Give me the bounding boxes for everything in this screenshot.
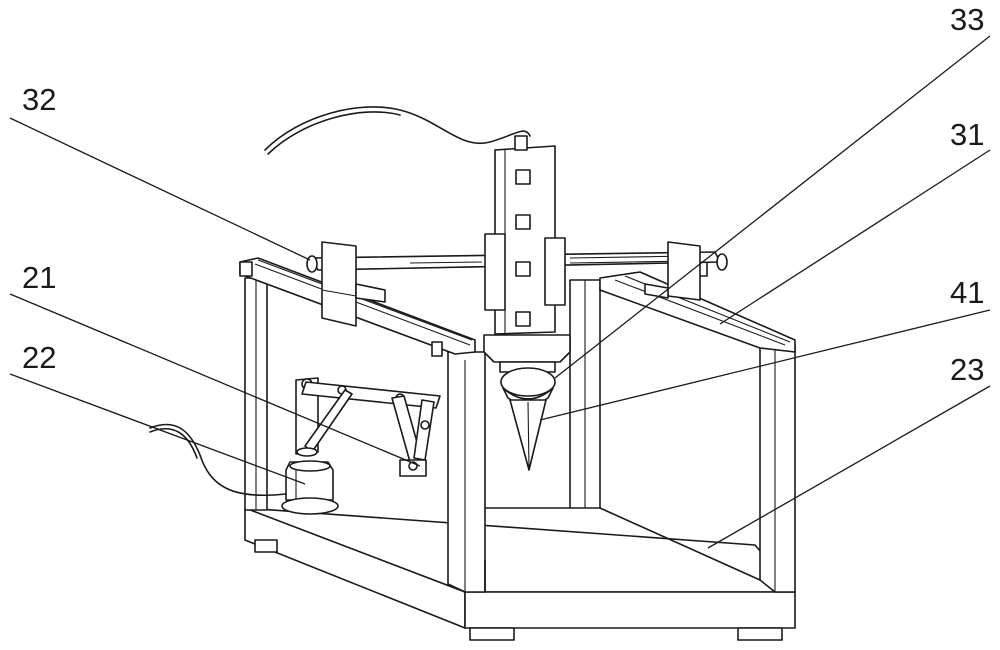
leader-22: [9, 373, 306, 485]
foot-front-right: [737, 627, 783, 641]
robot-arm-21: [295, 377, 441, 477]
label-32: 32: [22, 82, 56, 117]
vertical-mast: [484, 135, 566, 335]
robot-base-22: [281, 447, 339, 515]
leader-32: [9, 117, 311, 261]
label-21: 21: [22, 260, 56, 295]
label-23: 23: [950, 352, 984, 387]
leader-33: [554, 35, 991, 379]
leader-23: [707, 385, 991, 549]
label-41: 41: [950, 275, 984, 310]
number-labels: 32 33 31 21 41 22 23: [22, 2, 984, 387]
slider-block-32: [321, 241, 386, 327]
leader-21: [9, 293, 421, 467]
cable-arm: [149, 423, 287, 497]
tool-head-41: [483, 334, 571, 471]
frame-posts: [244, 277, 796, 593]
label-22: 22: [22, 340, 56, 375]
foot-left: [254, 539, 278, 553]
base-platform: [244, 507, 796, 641]
label-31: 31: [950, 117, 984, 152]
label-33: 33: [950, 2, 984, 37]
cable-top: [264, 106, 531, 151]
leader-41: [539, 309, 991, 421]
leader-lines: [9, 35, 991, 549]
foot-front-left: [469, 627, 515, 641]
leader-31: [719, 149, 991, 325]
